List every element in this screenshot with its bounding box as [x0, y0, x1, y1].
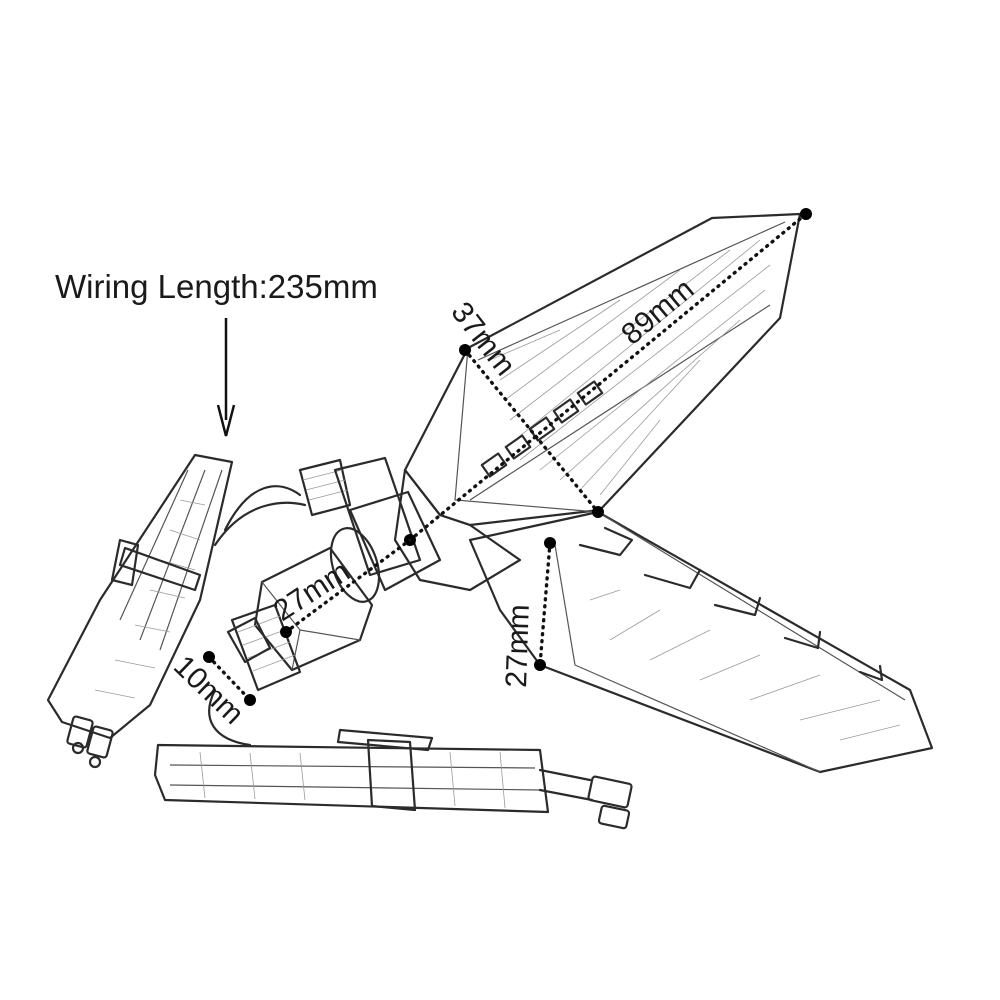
lower-lens: [468, 510, 934, 774]
dimension-10mm-end-dot: [244, 694, 256, 706]
dimension-27mm-rear-start-dot: [544, 537, 556, 549]
dimension-89mm-end-dot: [800, 208, 812, 220]
dimension-27mm-bolt-line: [280, 538, 412, 638]
dimension-27mm-rear-end-dot: [534, 659, 546, 671]
dimension-10mm-line: [203, 651, 256, 706]
dimension-37mm-line: [459, 344, 604, 518]
rear-height-label: 27mm: [500, 604, 536, 688]
lower-wire-bundle: [153, 728, 633, 830]
dimension-27mm-bolt-start-dot: [280, 626, 292, 638]
dimension-10mm-start-dot: [203, 651, 215, 663]
dimension-37mm-end-dot: [592, 506, 604, 518]
wiring-arrow: [216, 318, 236, 437]
upper-wire-bundle: [46, 453, 307, 769]
upper-lens: [393, 212, 802, 592]
wiring-length-label: Wiring Length:235mm: [55, 268, 378, 305]
bolt-assembly: [208, 456, 442, 747]
dimension-27mm-rear-line: [534, 537, 556, 671]
dimension-37mm-start-dot: [459, 344, 471, 356]
